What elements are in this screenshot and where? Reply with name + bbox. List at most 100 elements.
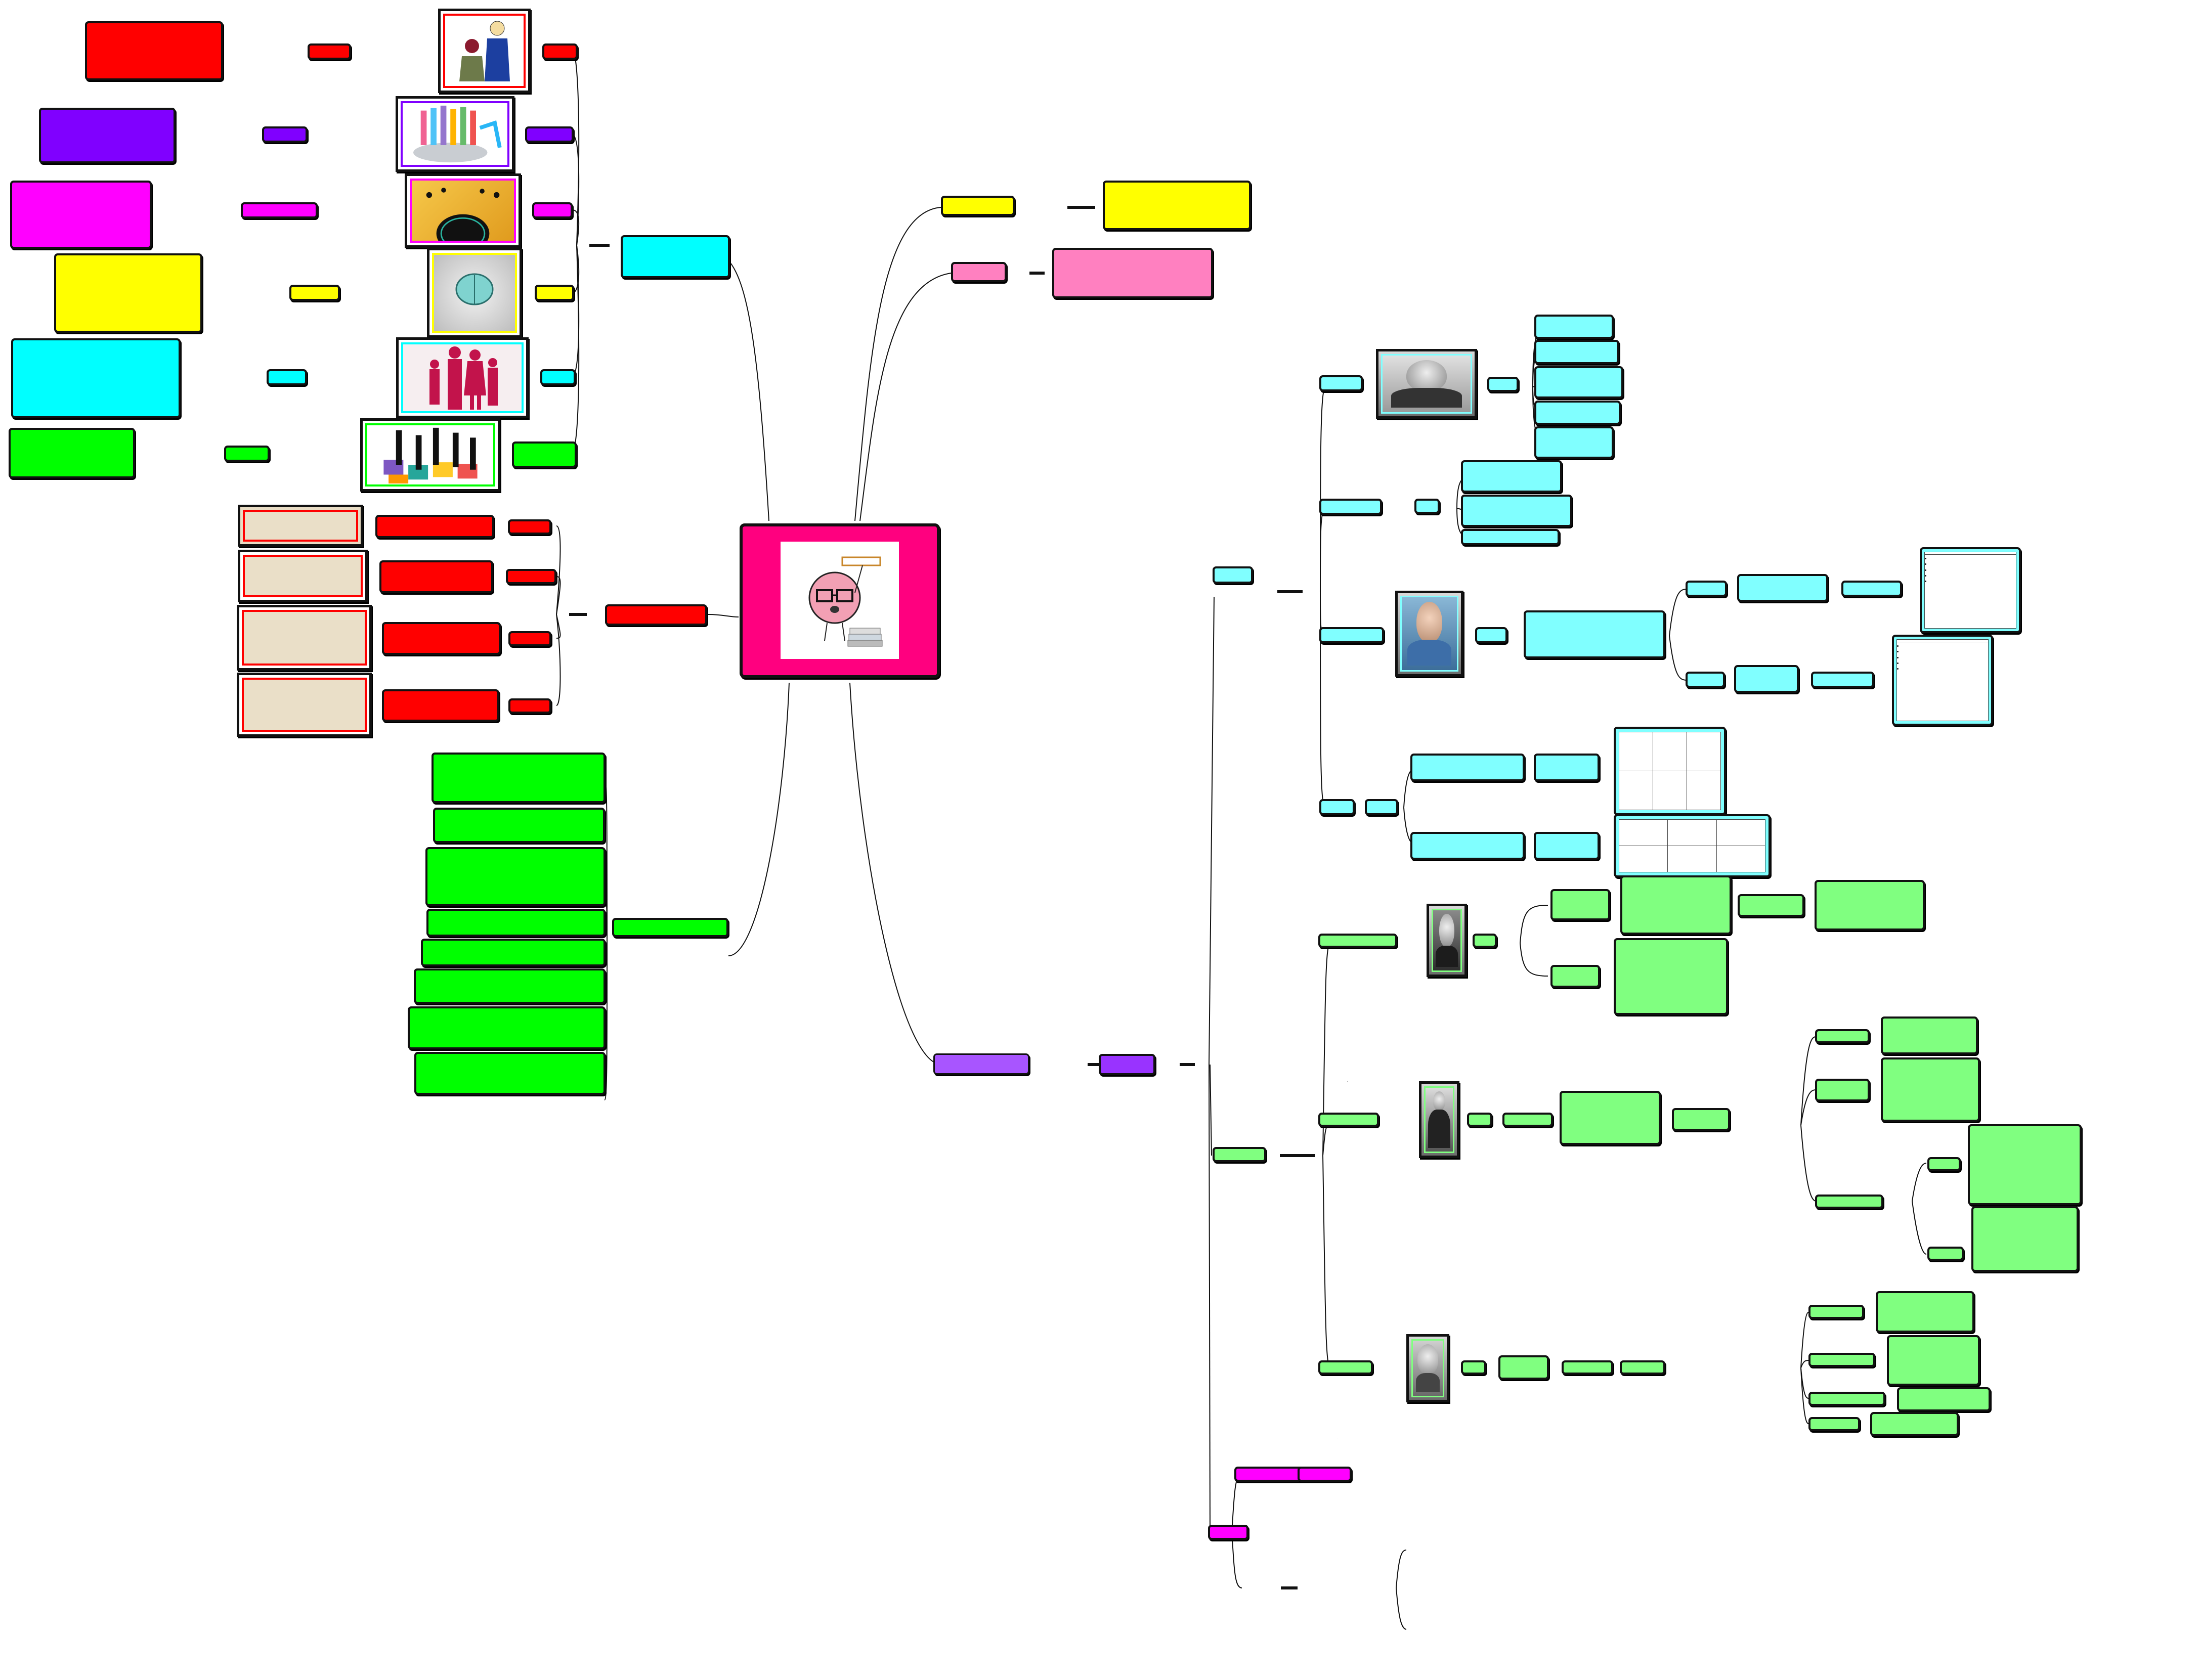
piaget-photo-frame [1419, 1081, 1459, 1158]
table-item [1931, 579, 2016, 584]
clasicos-node[interactable] [1099, 1054, 1155, 1075]
author-saljo[interactable] [1319, 375, 1363, 391]
biggs-aporto[interactable] [1475, 627, 1507, 643]
ausubel-photo [1406, 1334, 1449, 1402]
table-item [1903, 660, 1988, 666]
table-item [1903, 666, 1988, 672]
author-watkins[interactable] [1319, 499, 1382, 515]
ref-1[interactable] [432, 753, 606, 803]
selmes-sup [1410, 832, 1525, 860]
area-comunitaria[interactable] [525, 126, 574, 143]
area-educativa[interactable] [535, 285, 574, 301]
area-familiar[interactable] [540, 369, 576, 385]
familiar-image [396, 337, 529, 418]
author-selmes[interactable] [1319, 799, 1355, 815]
estilo-asimilador[interactable] [508, 631, 551, 646]
ausubel-tipos [1620, 1360, 1665, 1375]
clinica-image [438, 9, 531, 93]
enfoque-gestalt[interactable] [267, 369, 307, 385]
therapist-icon [459, 21, 510, 81]
author-biggs[interactable] [1319, 627, 1384, 643]
tipo-recepcion[interactable] [1808, 1305, 1864, 1319]
brain-icon [808, 556, 883, 647]
table-header [1653, 732, 1687, 771]
ref-7[interactable] [408, 1006, 606, 1049]
enfoque-sistematico[interactable] [224, 446, 270, 462]
piaget-niveles[interactable] [1815, 1079, 1870, 1101]
referencias-node[interactable] [612, 918, 728, 937]
piaget-aporto[interactable] [1467, 1113, 1492, 1127]
ref-2[interactable] [433, 808, 605, 843]
biggs-superficial[interactable] [1686, 581, 1727, 597]
author-ausubel[interactable] [1318, 1360, 1373, 1375]
author-vygotski[interactable] [1318, 934, 1397, 948]
vygotski-teoria-2 [1550, 965, 1600, 988]
author-piaget[interactable] [1318, 1113, 1379, 1127]
deportiva-image [405, 173, 521, 248]
ref-6[interactable] [414, 968, 606, 1004]
saljo-aporto[interactable] [1487, 377, 1519, 392]
desc-humanista [39, 108, 176, 163]
piaget-esquemas-desc [1881, 1016, 1978, 1054]
piaget-esquemas[interactable] [1815, 1029, 1870, 1043]
tipo-repetitivo-desc [1897, 1387, 1991, 1411]
saljo-item-4 [1534, 401, 1621, 425]
table-item [1931, 567, 2016, 573]
biggs-orient-prof [1734, 665, 1799, 693]
table-cell [1653, 771, 1687, 810]
table-item [1931, 561, 2016, 567]
caracteristicas-node[interactable] [941, 196, 1015, 216]
vygotski-teoria-1 [1550, 889, 1610, 920]
selmes-aporto[interactable] [1365, 799, 1398, 815]
ref-4[interactable] [426, 909, 606, 937]
tipo-descubrimiento[interactable] [1808, 1353, 1875, 1367]
definicion-node[interactable] [951, 262, 1007, 282]
area-clinica[interactable] [542, 43, 578, 60]
biggs-table-superficial [1920, 547, 2021, 633]
piaget-asimilacion[interactable] [1927, 1157, 1961, 1171]
estilo-divergente[interactable] [508, 519, 551, 535]
ref-3[interactable] [425, 847, 606, 906]
vygotski-teoria-2-desc [1614, 938, 1728, 1015]
tipo-significativo[interactable] [1808, 1417, 1860, 1431]
watkins-aporto[interactable] [1414, 499, 1440, 514]
biggs-profundo[interactable] [1686, 672, 1725, 688]
piaget-acomodacion-desc [1971, 1206, 2079, 1272]
comunitaria-image [396, 96, 514, 172]
conductista-node[interactable] [1208, 1525, 1248, 1540]
table-header [1618, 819, 1668, 846]
table-item [1931, 573, 2016, 579]
vygotski-aporto[interactable] [1473, 934, 1497, 948]
enfoque-conductista[interactable] [289, 285, 340, 301]
table-title [1925, 552, 2016, 555]
constructivista-node[interactable] [1213, 1147, 1266, 1162]
author-pavlov[interactable] [1298, 1467, 1352, 1482]
estilos-node[interactable] [605, 604, 707, 626]
enfoques-node[interactable] [933, 1053, 1029, 1075]
enfoque-humanista[interactable] [262, 126, 308, 143]
central-topic[interactable] [740, 523, 940, 678]
biggs-caracteriza-prof [1811, 672, 1874, 688]
condicionamiento-clasico[interactable] [1234, 1467, 1304, 1482]
caracteristicas-desc [1103, 181, 1251, 230]
areas-node[interactable] [621, 235, 730, 278]
biggs-photo [1395, 591, 1463, 677]
cognitivista-node[interactable] [1213, 566, 1253, 584]
enfoque-cognitiva[interactable] [308, 43, 351, 60]
tipo-repetitivo[interactable] [1808, 1392, 1885, 1406]
area-organizacional[interactable] [512, 441, 577, 468]
piaget-asim-acom[interactable] [1815, 1195, 1883, 1209]
estilo-adaptador[interactable] [508, 698, 551, 714]
educativa-image [427, 248, 522, 338]
estilo-convergente[interactable] [506, 569, 556, 584]
ausubel-significativo [1562, 1360, 1613, 1375]
enfoque-cognitivo-conductual[interactable] [241, 202, 318, 218]
tipo-significativo-desc [1870, 1412, 1959, 1436]
area-deportiva[interactable] [532, 202, 573, 218]
table-item [1931, 556, 2016, 561]
ref-8[interactable] [414, 1052, 606, 1095]
ref-5[interactable] [421, 939, 606, 966]
asimilador-image [237, 605, 372, 671]
piaget-acomodacion[interactable] [1927, 1247, 1964, 1261]
ausubel-aporto[interactable] [1461, 1360, 1486, 1375]
